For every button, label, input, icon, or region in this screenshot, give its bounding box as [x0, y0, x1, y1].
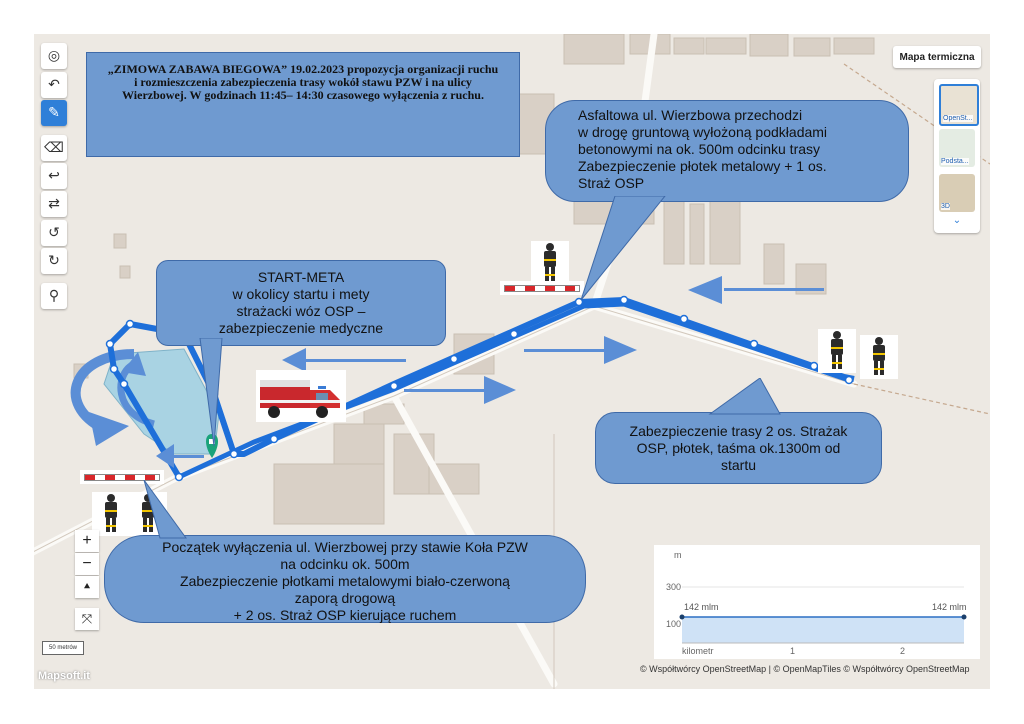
callout-poczatek-text: Początek wyłączenia ul. Wierzbowej przy …: [162, 539, 528, 623]
eraser-icon[interactable]: ⌫: [41, 135, 67, 161]
add-poi-icon[interactable]: ⚲: [41, 283, 67, 309]
callout-start-meta-pointer: [199, 338, 223, 447]
firefighter-figure-3: [860, 335, 898, 379]
event-title-text: „ZIMOWA ZABAWA BIEGOWA” 19.02.2023 propo…: [107, 62, 499, 102]
elevation-x-tick-1: 1: [790, 646, 796, 656]
elevation-start-label: 142 mlm: [684, 602, 719, 612]
callout-poczatek: Początek wyłączenia ul. Wierzbowej przy …: [104, 535, 586, 623]
elevation-unit-label: m: [674, 550, 682, 560]
layer-openstreetmap-label: OpenSt...: [943, 115, 973, 122]
zoom-in-button[interactable]: +: [75, 530, 99, 552]
callout-asfaltowa: Asfaltowa ul. Wierzbowa przechodzi w dro…: [545, 100, 909, 202]
callout-zabezpieczenie-trasy-text: Zabezpieczenie trasy 2 os. Strażak OSP, …: [629, 423, 848, 473]
return-icon[interactable]: ↩: [41, 163, 67, 189]
layer-openstreetmap-button[interactable]: OpenSt...: [939, 84, 979, 126]
callout-start-meta-text: START-META w okolicy startu i mety straż…: [218, 269, 384, 336]
layer-podstawowa-button[interactable]: Podsta...: [939, 129, 975, 167]
callout-zabezpieczenie-trasy-pointer: [708, 378, 781, 415]
fullscreen-icon[interactable]: ⤧: [75, 608, 99, 630]
elevation-y-tick-100: 100: [666, 619, 682, 629]
callout-poczatek-pointer: [143, 480, 187, 539]
elevation-profile-panel: m 300 100 142 mlm 142 mlm kilometr 1 2: [654, 545, 980, 659]
callout-zabezpieczenie-trasy: Zabezpieczenie trasy 2 os. Strażak OSP, …: [595, 412, 882, 484]
elevation-x-tick-2: 2: [900, 646, 906, 656]
redo-icon[interactable]: ↻: [41, 248, 67, 274]
layer-podstawowa-label: Podsta...: [941, 158, 969, 165]
compass-icon[interactable]: ⯅: [75, 576, 99, 598]
fire-truck-image: [256, 370, 346, 422]
thermal-map-button[interactable]: Mapa termiczna: [893, 46, 981, 68]
firefighter-figure-1: [531, 241, 569, 285]
firefighter-figure-2: [818, 329, 856, 373]
layers-expand-chevron-icon[interactable]: ⌄: [952, 215, 962, 226]
callout-asfaltowa-text: Asfaltowa ul. Wierzbowa przechodzi w dro…: [578, 107, 828, 191]
callout-asfaltowa-pointer: [580, 196, 666, 301]
mapsoft-logo: Mapsoft.it: [38, 670, 90, 682]
firefighter-figure-4: [92, 492, 130, 536]
layer-3d-label: 3D: [941, 203, 950, 210]
map-attribution[interactable]: © Współtwórcy OpenStreetMap | © OpenMapT…: [640, 664, 970, 674]
pencil-icon[interactable]: ✎: [41, 100, 67, 126]
elevation-x-label: kilometr: [682, 646, 714, 656]
zoom-out-button[interactable]: −: [75, 553, 99, 575]
layer-switcher: OpenSt... Podsta... 3D ⌄: [934, 79, 980, 233]
magnet-icon[interactable]: ↶: [41, 72, 67, 98]
road-barrier-1: [500, 281, 584, 295]
road-barrier-2: [80, 470, 164, 484]
elevation-y-tick-300: 300: [666, 582, 682, 592]
undo-icon[interactable]: ↺: [41, 220, 67, 246]
reverse-icon[interactable]: ⇄: [41, 191, 67, 217]
locate-icon[interactable]: ◎: [41, 43, 67, 69]
callout-start-meta: START-META w okolicy startu i mety straż…: [156, 260, 446, 346]
start-pin-icon[interactable]: [206, 434, 218, 458]
layer-3d-button[interactable]: 3D: [939, 174, 975, 212]
scale-bar: 50 metrów: [42, 641, 84, 655]
elevation-end-label: 142 mlm: [932, 602, 967, 612]
event-title-box: „ZIMOWA ZABAWA BIEGOWA” 19.02.2023 propo…: [86, 52, 520, 157]
